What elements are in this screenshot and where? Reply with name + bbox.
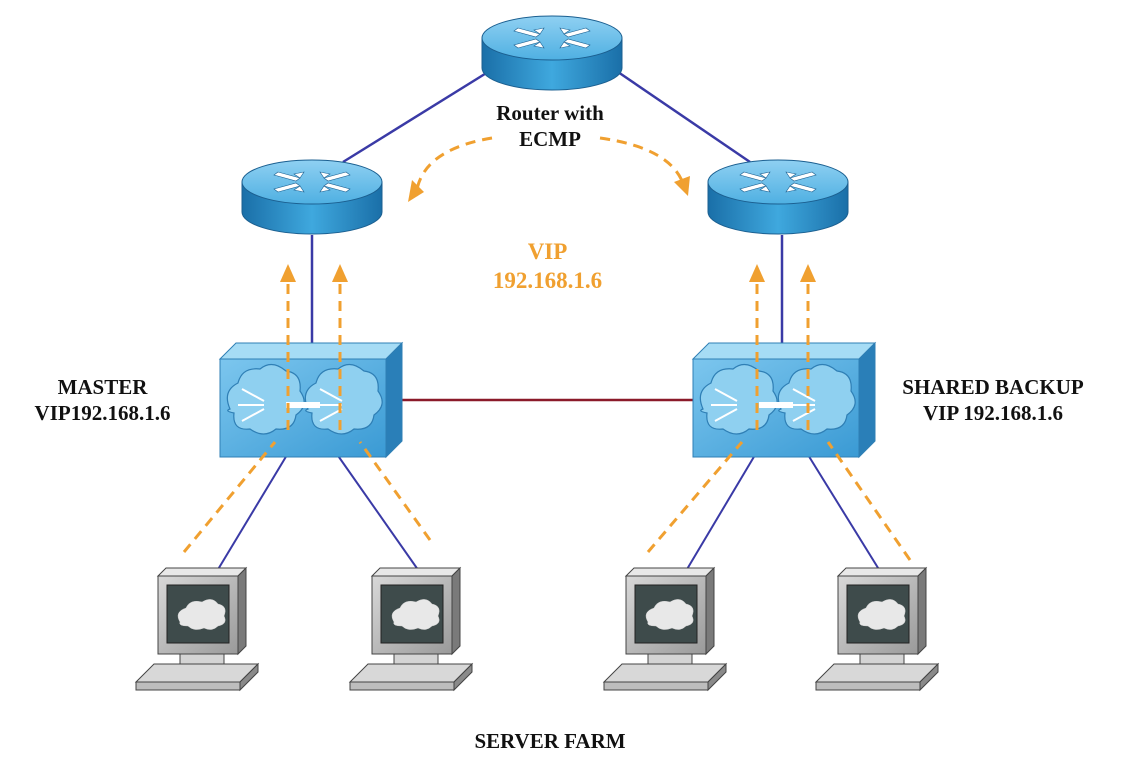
master-label-line1: MASTER xyxy=(57,375,148,399)
server-flow-4 xyxy=(826,441,912,561)
server-workstation-icon xyxy=(815,567,939,691)
core-router-label-line1: Router with xyxy=(496,101,604,125)
server-workstation-icon xyxy=(135,567,259,691)
traffic-flow-arrows xyxy=(182,136,912,561)
link-core-to-left-router xyxy=(342,70,489,164)
shared-backup-label-line1: SHARED BACKUP xyxy=(902,375,1084,399)
server-flow-3 xyxy=(646,441,744,553)
router-icon xyxy=(241,159,383,235)
arrowhead-icon xyxy=(408,180,424,202)
arrowhead-icon xyxy=(674,176,690,196)
router-icon xyxy=(481,15,623,91)
server-flow-2 xyxy=(358,441,432,541)
vip-label-line2: 192.168.1.6 xyxy=(492,267,603,293)
core-router-label-line2: ECMP xyxy=(519,127,581,152)
shared-backup-label: SHARED BACKUP VIP 192.168.1.6 xyxy=(878,374,1108,427)
server-workstation-icon xyxy=(603,567,727,691)
network-links xyxy=(207,70,889,587)
shared-backup-label-line2: VIP 192.168.1.6 xyxy=(922,401,1063,426)
ecmp-right-arc xyxy=(599,136,686,187)
server-workstation-icon xyxy=(349,567,473,691)
arrowhead-icon xyxy=(280,264,296,282)
arrowhead-icon xyxy=(800,264,816,282)
layer3-switch-icon xyxy=(219,342,403,458)
link-master-to-server-2 xyxy=(333,449,429,585)
flow-arrowheads xyxy=(280,176,816,282)
server-farm-label: SERVER FARM xyxy=(430,728,670,754)
layer3-switch-icon xyxy=(692,342,876,458)
arrowhead-icon xyxy=(749,264,765,282)
link-master-to-server-1 xyxy=(207,449,291,587)
link-core-to-right-router xyxy=(617,70,751,164)
link-backup-to-server-4 xyxy=(804,449,889,585)
master-label: MASTER VIP192.168.1.6 xyxy=(0,374,205,427)
link-backup-to-server-3 xyxy=(676,449,759,587)
server-farm-label-text: SERVER FARM xyxy=(474,729,626,753)
vip-label: VIP 192.168.1.6 xyxy=(460,238,635,296)
master-label-line2: VIP192.168.1.6 xyxy=(34,401,171,426)
router-icon xyxy=(707,159,849,235)
server-flow-1 xyxy=(182,441,277,553)
arrowhead-icon xyxy=(332,264,348,282)
core-router-label: Router with ECMP xyxy=(465,100,635,153)
vip-label-line1: VIP xyxy=(527,239,568,264)
